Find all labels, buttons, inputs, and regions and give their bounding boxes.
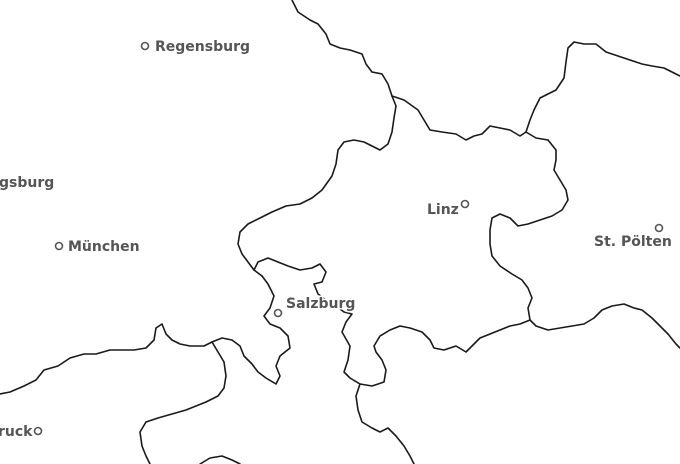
border-de-at-inn xyxy=(237,95,397,277)
city-label: Regensburg xyxy=(155,39,250,55)
border-salzburg-north xyxy=(253,257,327,301)
city-regensburg[interactable]: Regensburg xyxy=(140,38,252,57)
city-label: St. Pölten xyxy=(594,234,672,250)
city-marker-icon xyxy=(460,199,470,209)
city-label: ruck xyxy=(0,424,33,440)
city-marker-icon xyxy=(54,241,64,251)
city-salzburg[interactable]: Salzburg xyxy=(273,295,357,318)
city-innsbruck[interactable]: ruck xyxy=(0,423,43,442)
border-ooe-noe xyxy=(489,139,680,349)
border-tirol-salzburg xyxy=(139,341,227,464)
border-ooe-noe-north xyxy=(525,131,549,141)
city-label: Salzburg xyxy=(286,296,355,312)
border-sbg-south xyxy=(355,383,415,464)
border-ooe-sbg xyxy=(325,299,531,387)
city-st-poelten[interactable]: St. Pölten xyxy=(593,223,673,252)
city-linz[interactable]: Linz xyxy=(426,199,470,220)
city-label: Linz xyxy=(427,202,459,218)
border-at-cz xyxy=(391,41,680,141)
border-de-cz xyxy=(291,0,393,97)
border-tirol-north xyxy=(0,323,213,395)
city-label: München xyxy=(68,239,140,255)
city-augsburg[interactable]: gsburg xyxy=(0,174,56,193)
city-marker-icon xyxy=(33,426,43,436)
city-marker-icon xyxy=(654,223,664,233)
border-salzburg-west xyxy=(211,275,291,385)
city-marker-icon xyxy=(140,41,150,51)
city-label: gsburg xyxy=(0,175,54,191)
border-bottom-fragment xyxy=(199,455,241,464)
city-muenchen[interactable]: München xyxy=(54,238,141,257)
city-marker-icon xyxy=(273,308,283,318)
